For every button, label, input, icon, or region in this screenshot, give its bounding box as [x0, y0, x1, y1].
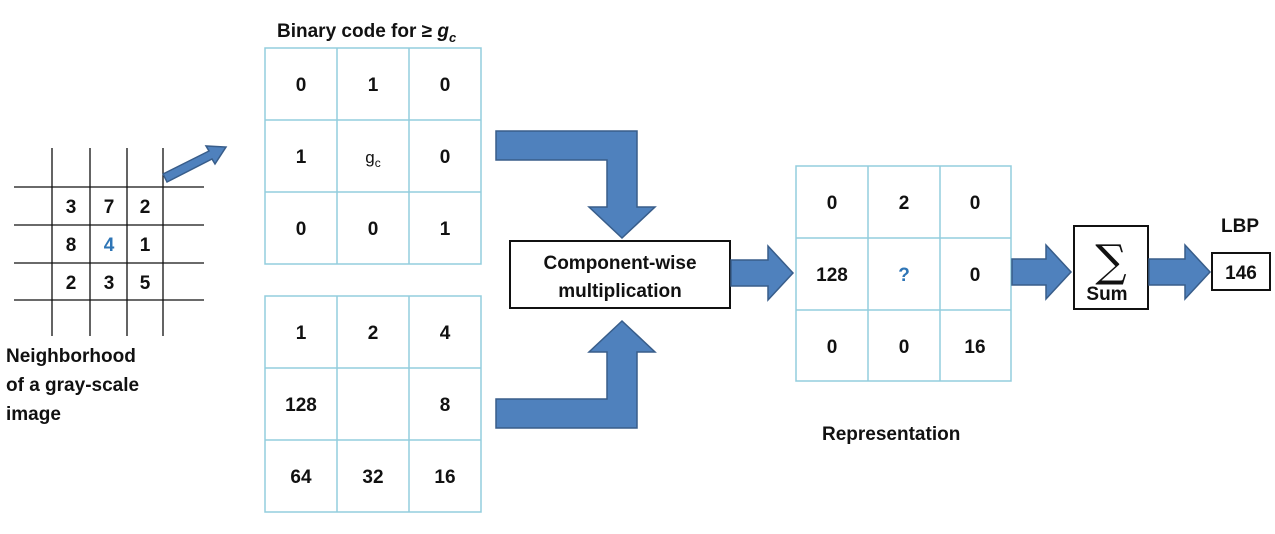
weight-cell: 1 — [296, 323, 307, 344]
bent-arrow-down-icon — [495, 130, 657, 240]
binary-cell: 0 — [296, 75, 307, 96]
representation-grid — [795, 165, 1012, 382]
binary-cell: 0 — [440, 75, 451, 96]
representation-cell: 16 — [964, 337, 985, 358]
svg-text:Neighborhood: Neighborhood — [6, 346, 136, 367]
representation-caption: Representation — [822, 424, 960, 445]
svg-text:multiplication: multiplication — [558, 281, 682, 302]
sum-label: Sum — [1086, 284, 1127, 305]
multiplication-label: Component-wise multiplication — [543, 253, 696, 302]
binary-cell: 0 — [440, 147, 451, 168]
pixel-value: 5 — [140, 273, 151, 294]
multiplication-box — [509, 240, 731, 309]
bent-arrow-up-icon — [495, 319, 657, 429]
binary-center-cell: gc — [365, 148, 380, 170]
lbp-value: 146 — [1225, 263, 1257, 284]
weight-cell: 128 — [285, 395, 317, 416]
representation-cell: 0 — [899, 337, 910, 358]
representation-cell: 0 — [970, 265, 981, 286]
lbp-output-box — [1211, 252, 1271, 291]
diagonal-arrow-icon — [161, 145, 228, 184]
pixel-value: 2 — [66, 273, 77, 294]
binary-grid-title: Binary code for ≥ gc — [277, 21, 457, 45]
weights-values: 1 2 4 128 8 64 32 16 — [285, 323, 455, 488]
pixel-value: 8 — [66, 235, 77, 256]
weight-cell: 64 — [290, 467, 312, 488]
arrow-right-icon — [730, 244, 795, 302]
svg-text:Component-wise: Component-wise — [543, 253, 696, 274]
binary-cell: 1 — [440, 219, 451, 240]
svg-text:of a gray-scale: of a gray-scale — [6, 375, 139, 396]
pixel-value: 7 — [104, 197, 115, 218]
pixel-value: 3 — [104, 273, 115, 294]
pixel-value: 3 — [66, 197, 77, 218]
neighborhood-caption: Neighborhood of a gray-scale image — [6, 346, 139, 425]
center-pixel-value: 4 — [104, 235, 115, 256]
binary-cell: 1 — [368, 75, 379, 96]
representation-center-cell: ? — [898, 265, 910, 286]
representation-values: 0 2 0 128 ? 0 0 0 16 — [816, 193, 985, 358]
arrow-right-icon — [1011, 243, 1073, 301]
weight-cell: 16 — [434, 467, 455, 488]
lbp-label: LBP — [1221, 216, 1259, 237]
weight-cell: 32 — [362, 467, 383, 488]
neighborhood-grid — [14, 148, 204, 336]
arrow-right-icon — [1148, 243, 1212, 301]
weights-grid — [264, 295, 482, 513]
weight-cell: 8 — [440, 395, 451, 416]
binary-cell: 0 — [368, 219, 379, 240]
binary-values: 0 1 0 1 gc 0 0 0 1 — [296, 75, 451, 240]
representation-cell: 0 — [827, 337, 838, 358]
sum-box — [1073, 225, 1149, 310]
representation-cell: 128 — [816, 265, 848, 286]
weight-cell: 4 — [440, 323, 451, 344]
pixel-value: 2 — [140, 197, 151, 218]
svg-text:image: image — [6, 404, 61, 425]
pixel-value: 1 — [140, 235, 151, 256]
representation-cell: 0 — [827, 193, 838, 214]
neighborhood-values: 3 7 2 8 4 1 2 3 5 — [66, 197, 151, 294]
representation-cell: 0 — [970, 193, 981, 214]
weight-cell: 2 — [368, 323, 379, 344]
binary-grid — [264, 47, 482, 265]
sigma-icon: ∑ — [1095, 236, 1126, 287]
binary-cell: 0 — [296, 219, 307, 240]
binary-cell: 1 — [296, 147, 307, 168]
representation-cell: 2 — [899, 193, 910, 214]
